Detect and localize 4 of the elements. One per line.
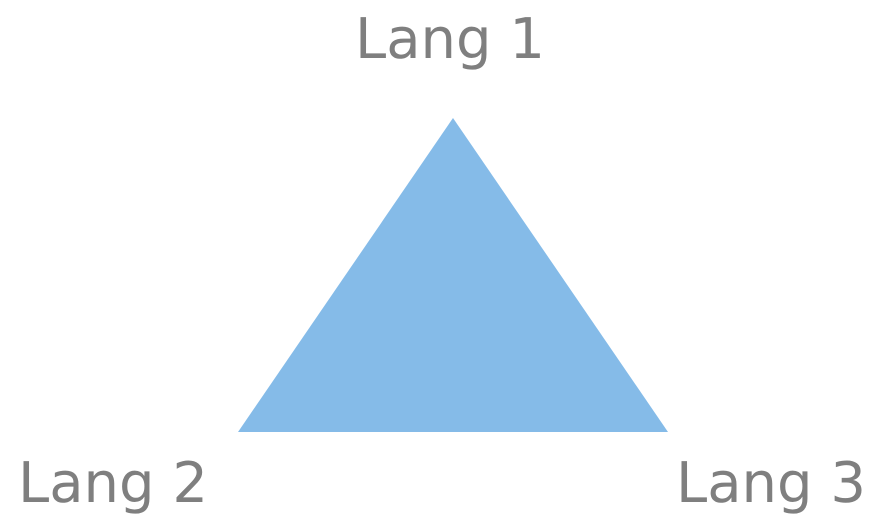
vertex-label: Lang 1: [355, 8, 545, 72]
vertex-label: Lang 3: [676, 452, 866, 516]
triangle: [238, 118, 668, 432]
vertex-label: Lang 2: [18, 452, 208, 516]
